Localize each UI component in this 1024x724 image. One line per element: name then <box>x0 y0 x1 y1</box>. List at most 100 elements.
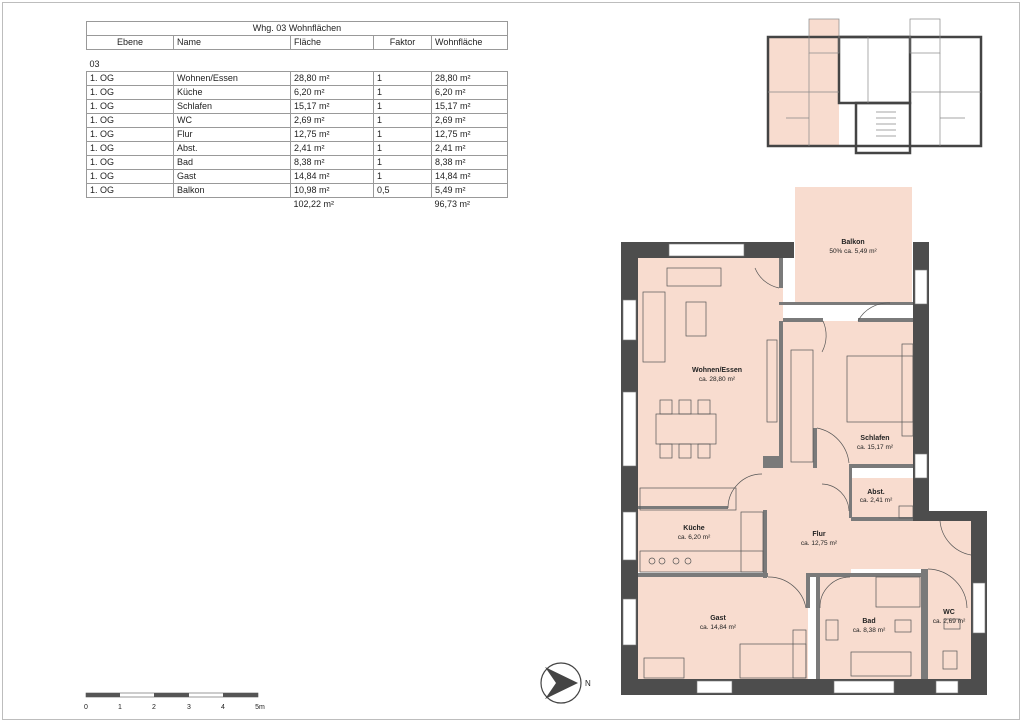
table-total-row: 102,22 m² 96,73 m² <box>87 198 508 212</box>
cell-flaeche: 14,84 m² <box>290 169 374 184</box>
cell-ebene: 1. OG <box>86 71 174 86</box>
cell-wohnflaeche: 2,41 m² <box>431 141 508 156</box>
room-area-schlafen: ca. 15,17 m² <box>857 444 894 451</box>
cell-name: Flur <box>173 127 291 142</box>
cell-ebene: 1. OG <box>86 113 174 128</box>
cell-wohnflaeche: 2,69 m² <box>431 113 508 128</box>
cell-ebene: 1. OG <box>86 99 174 114</box>
wall-west <box>621 242 638 695</box>
doors-and-furniture <box>639 267 972 679</box>
room-fill-gast <box>638 577 808 679</box>
cell-name: Bad <box>173 155 291 170</box>
room-area-bad: ca. 8,38 m² <box>853 627 886 634</box>
room-name-kueche: Küche <box>683 525 705 532</box>
cell-faktor: 1 <box>373 85 432 100</box>
cell-ebene: 1. OG <box>86 141 174 156</box>
room-labels: Balkon 50% ca. 5,49 m² Wohnen/Essen ca. … <box>678 239 966 634</box>
cell-wohnflaeche: 5,49 m² <box>431 183 508 198</box>
table-title: Whg. 03 Wohnflächen <box>86 21 508 36</box>
wall-east-upper <box>913 242 929 517</box>
cell-name: Gast <box>173 169 291 184</box>
group-label: 03 <box>89 59 100 69</box>
room-name-balkon: Balkon <box>841 239 864 246</box>
cell-flaeche: 12,75 m² <box>290 127 374 142</box>
room-fill-wohnen <box>638 258 783 517</box>
cell-faktor: 1 <box>373 127 432 142</box>
room-fill-flur-b <box>851 517 979 569</box>
cell-ebene: 1. OG <box>86 85 174 100</box>
room-name-bad: Bad <box>862 618 875 625</box>
room-name-schlafen: Schlafen <box>860 435 889 442</box>
cell-wohnflaeche: 8,38 m² <box>431 155 508 170</box>
north-arrow: N <box>540 662 591 704</box>
interior-walls <box>638 258 928 679</box>
cell-flaeche: 10,98 m² <box>290 183 374 198</box>
cell-faktor: 1 <box>373 169 432 184</box>
cell-ebene: 1. OG <box>86 127 174 142</box>
north-arrow-icon <box>545 667 578 699</box>
cell-name: Balkon <box>173 183 291 198</box>
cell-faktor: 1 <box>373 113 432 128</box>
table-title-row: Whg. 03 Wohnflächen <box>86 21 508 36</box>
cell-ebene: 1. OG <box>86 155 174 170</box>
cell-faktor: 1 <box>373 71 432 86</box>
room-fill-kueche <box>638 510 765 572</box>
total-wohnflaeche: 96,73 m² <box>434 199 471 209</box>
scale-label-5m: 5m <box>255 704 265 711</box>
scale-label-1: 1 <box>118 704 122 711</box>
group-row: 03 <box>87 58 508 72</box>
cell-ebene: 1. OG <box>86 169 174 184</box>
cell-flaeche: 8,38 m² <box>290 155 374 170</box>
north-arrow-label: N <box>585 679 591 688</box>
cell-flaeche: 2,41 m² <box>290 141 374 156</box>
room-area-wohnen: ca. 28,80 m² <box>699 376 736 383</box>
scale-label-2: 2 <box>152 704 156 711</box>
cell-faktor: 1 <box>373 99 432 114</box>
windows <box>622 243 986 694</box>
room-name-wohnen: Wohnen/Essen <box>692 367 742 374</box>
wall-south <box>621 679 987 695</box>
cell-name: Schlafen <box>173 99 291 114</box>
col-header-wohnflaeche: Wohnfläche <box>431 35 508 50</box>
room-area-kueche: ca. 6,20 m² <box>678 534 711 541</box>
wall-east-step <box>913 511 987 521</box>
room-area-gast: ca. 14,84 m² <box>700 624 737 631</box>
scale-label-4: 4 <box>221 704 225 711</box>
room-fill-abst <box>851 478 913 517</box>
room-area-wc: ca. 2,69 m² <box>933 618 966 625</box>
cell-wohnflaeche: 14,84 m² <box>431 169 508 184</box>
cell-name: Abst. <box>173 141 291 156</box>
scale-label-0: 0 <box>84 704 88 711</box>
table-header-row: Ebene Name Fläche Faktor Wohnfläche <box>86 35 508 50</box>
room-fill-balkon <box>795 187 912 302</box>
north-arrow-circle <box>540 662 582 704</box>
scale-label-3: 3 <box>187 704 191 711</box>
scale-bar: 0 1 2 3 4 5m <box>84 692 265 711</box>
cell-name: Küche <box>173 85 291 100</box>
room-name-gast: Gast <box>710 615 726 622</box>
room-name-wc: WC <box>943 609 955 616</box>
cell-ebene: 1. OG <box>86 183 174 198</box>
key-plan <box>766 18 983 155</box>
room-name-abst: Abst. <box>867 489 885 496</box>
cell-flaeche: 6,20 m² <box>290 85 374 100</box>
cell-faktor: 1 <box>373 141 432 156</box>
cell-name: WC <box>173 113 291 128</box>
cell-name: Wohnen/Essen <box>173 71 291 86</box>
room-area-balkon: 50% ca. 5,49 m² <box>829 248 877 255</box>
cell-wohnflaeche: 28,80 m² <box>431 71 508 86</box>
area-table: Whg. 03 Wohnflächen Ebene Name Fläche Fa… <box>86 21 508 211</box>
room-area-flur: ca. 12,75 m² <box>801 540 838 547</box>
cell-wohnflaeche: 12,75 m² <box>431 127 508 142</box>
cell-faktor: 1 <box>373 155 432 170</box>
cell-wohnflaeche: 15,17 m² <box>431 99 508 114</box>
total-flaeche: 102,22 m² <box>293 199 335 209</box>
